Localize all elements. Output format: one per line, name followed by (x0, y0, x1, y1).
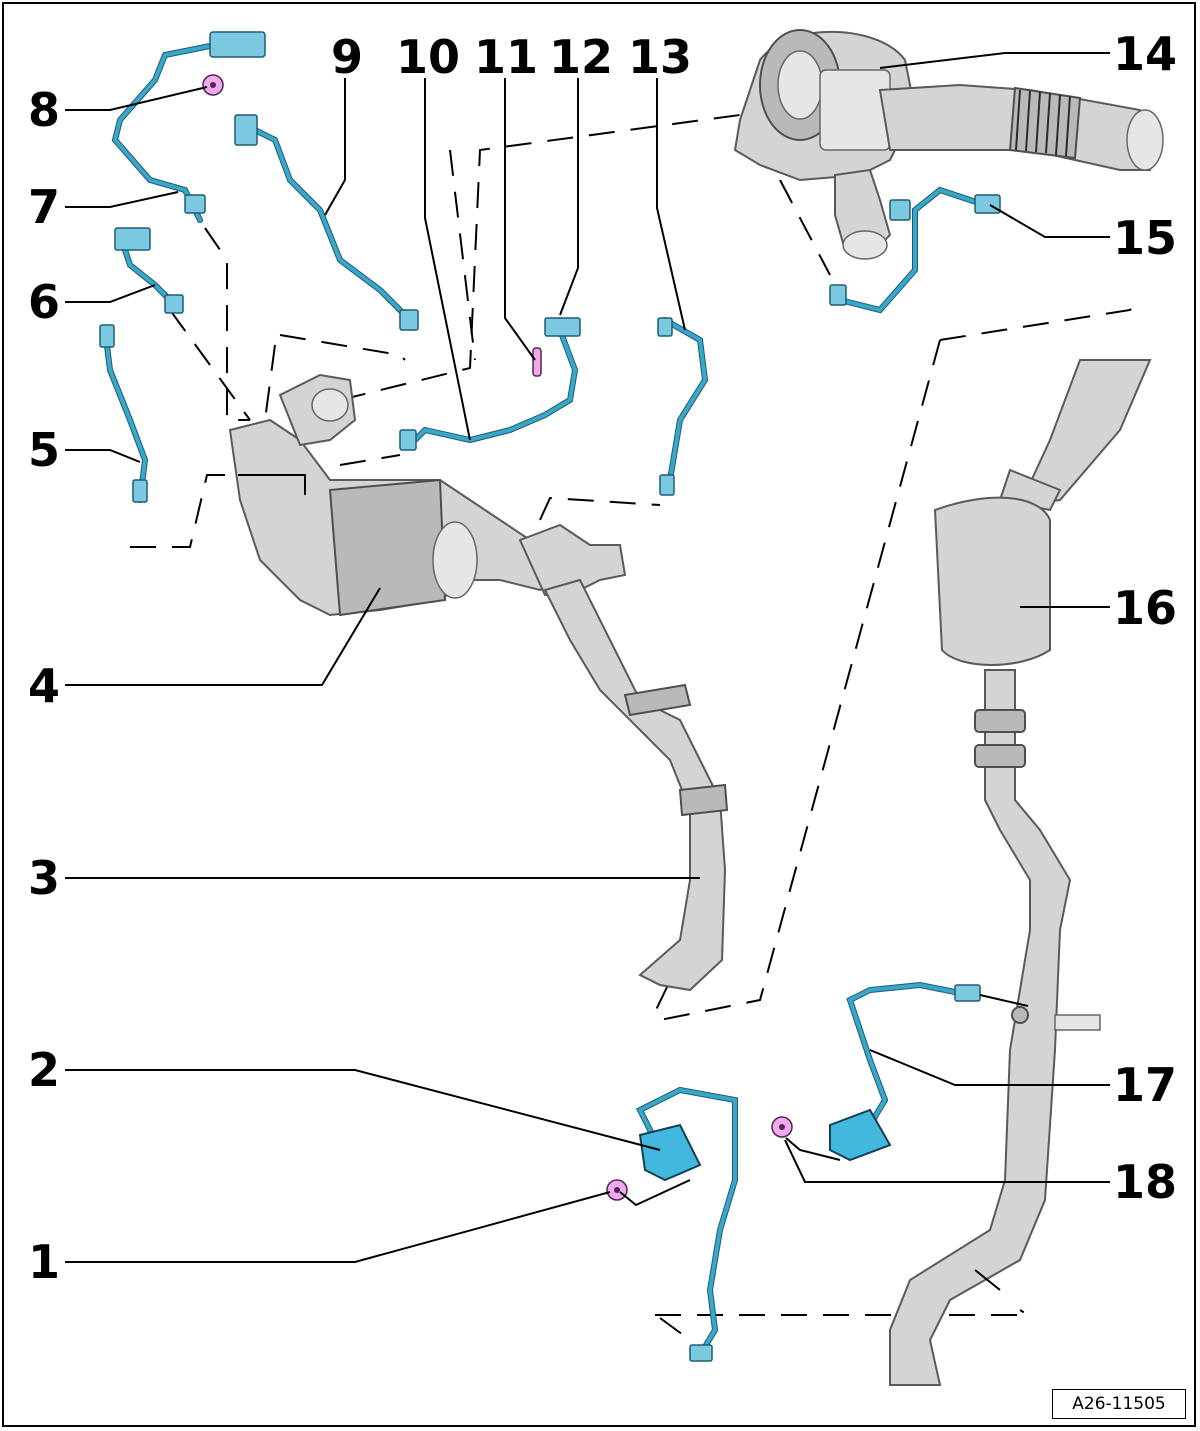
nox-sensor-control-modules (638, 1108, 892, 1182)
callout-labels: 1 2 3 4 5 6 7 8 9 10 11 12 13 14 15 16 1… (28, 27, 1177, 1289)
callout-12: 12 (549, 30, 613, 84)
callout-6: 6 (28, 275, 60, 329)
sensor-cables (102, 42, 988, 1358)
reference-code-box: A26-11505 (1052, 1389, 1186, 1419)
callout-14: 14 (1113, 27, 1177, 81)
callout-18: 18 (1113, 1155, 1177, 1209)
callout-5: 5 (28, 423, 60, 477)
silencer-and-rear-pipe (889, 359, 1152, 1386)
catalytic-converter (228, 373, 627, 617)
callout-3: 3 (28, 851, 60, 905)
callout-2: 2 (28, 1043, 60, 1097)
callout-15: 15 (1113, 211, 1177, 265)
callout-17: 17 (1113, 1058, 1177, 1112)
fasteners (202, 74, 793, 1201)
callout-4: 4 (28, 659, 60, 713)
assembly-dashed-lines (130, 114, 1138, 1341)
callout-10: 10 (396, 30, 460, 84)
callout-13: 13 (628, 30, 692, 84)
leader-lines (65, 52, 1110, 1291)
callout-1: 1 (28, 1235, 60, 1289)
callout-16: 16 (1113, 581, 1177, 635)
callout-7: 7 (28, 180, 60, 234)
front-exhaust-pipe (543, 578, 729, 992)
callout-8: 8 (28, 83, 60, 137)
turbocharger (733, 29, 1164, 260)
reference-code: A26-11505 (1072, 1394, 1166, 1414)
sensor-connectors (99, 31, 1001, 1362)
callout-11: 11 (474, 30, 538, 84)
callout-9: 9 (331, 30, 363, 84)
